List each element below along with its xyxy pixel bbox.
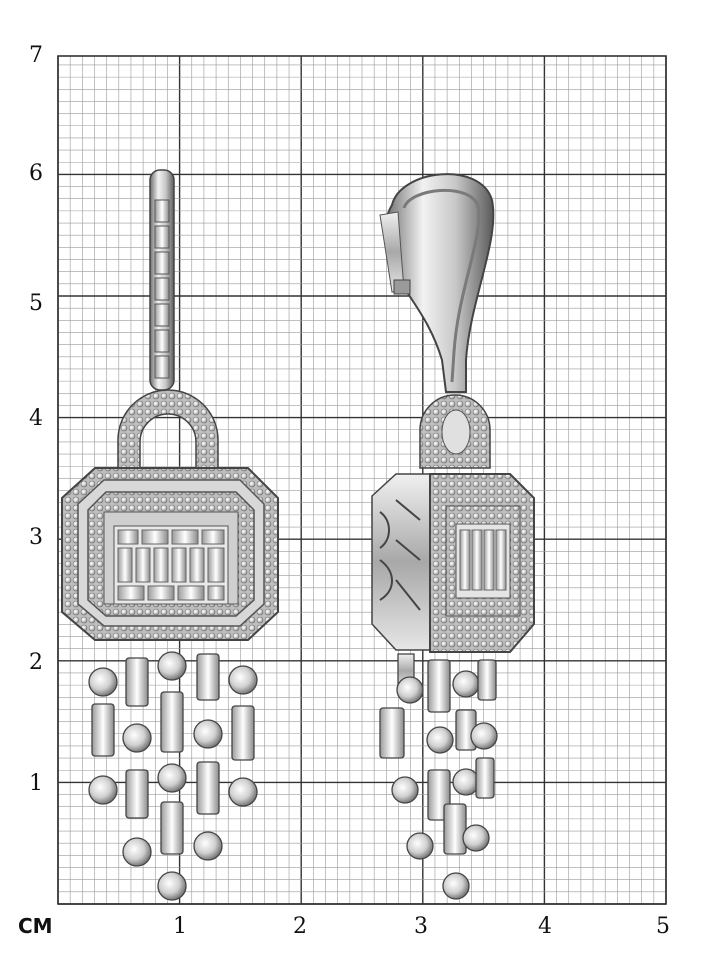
earring-side-view [371,173,535,900]
hook-baguettes [154,199,170,379]
fringe-drops [88,651,258,901]
y-tick-label: 4 [29,406,43,431]
x-tick-label: 2 [293,914,307,939]
x-tick-label: 3 [414,914,428,939]
center-cluster [113,525,229,605]
x-tick-label: 1 [173,914,187,939]
y-tick-label: 3 [29,525,43,550]
y-tick-label: 6 [29,161,43,186]
x-tick-label: 5 [656,914,670,939]
unit-label: CM [18,914,53,938]
y-tick-label: 7 [29,43,43,68]
earring-front-view [61,169,279,901]
grid-border [57,55,667,905]
y-tick-label: 2 [29,650,43,675]
y-tick-label: 1 [29,771,43,796]
x-tick-label: 4 [538,914,552,939]
y-tick-label: 5 [29,291,43,316]
